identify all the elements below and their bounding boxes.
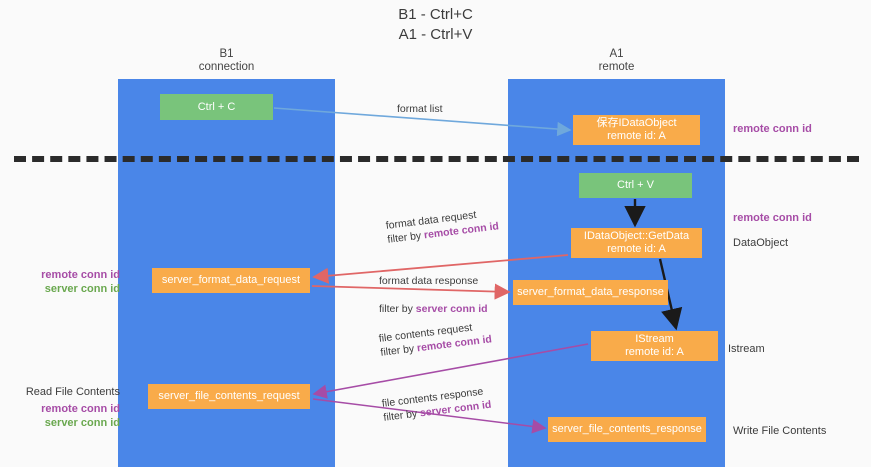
edge-label-format-list-text: format list — [397, 103, 443, 115]
node-idataobject-getdata[interactable]: IDataObject::GetData remote id: A — [571, 228, 702, 258]
node-ctrl-c[interactable]: Ctrl + C — [160, 94, 273, 120]
node-istream-title: IStream — [635, 333, 674, 345]
title-line-1: B1 - Ctrl+C — [398, 6, 473, 23]
node-ctrl-v[interactable]: Ctrl + V — [579, 173, 692, 198]
node-save-idataobject-title: 保存IDataObject — [596, 117, 677, 129]
annotation-right-istream: Istream — [728, 343, 765, 355]
filter-key-server-conn-id: server conn id — [415, 303, 488, 315]
node-istream-subtitle: remote id: A — [625, 346, 684, 358]
connector-getdata-to-istream — [658, 258, 683, 331]
annotation-right-remote-conn-id-mid: remote conn id — [733, 212, 812, 224]
annotation-left-remote-conn-id-bottom: remote conn id — [41, 403, 120, 415]
swimlane-b1-header: B1 connection — [118, 48, 335, 74]
node-server-format-data-response[interactable]: server_format_data_response — [513, 280, 668, 305]
edge-label-format-list: format list — [397, 102, 443, 116]
node-ctrl-c-label: Ctrl + C — [197, 100, 236, 113]
node-server-file-contents-request-label: server_file_contents_request — [158, 390, 300, 402]
swimlane-b1-name: B1 — [219, 48, 234, 60]
node-ctrl-v-label: Ctrl + V — [617, 179, 654, 191]
annotation-left-conn-ids-bottom: remote conn id server conn id — [8, 402, 120, 430]
swimlane-a1-name: A1 — [609, 48, 624, 60]
node-server-format-data-response-label: server_format_data_response — [517, 286, 664, 298]
node-server-file-contents-response-label: server_file_contents_response — [552, 423, 702, 435]
annotation-left-read-file-contents: Read File Contents — [25, 386, 120, 398]
title-line-2: A1 - Ctrl+V — [398, 26, 473, 43]
annotation-right-remote-conn-id-top: remote conn id — [733, 123, 812, 135]
node-idataobject-getdata-title: IDataObject::GetData — [583, 230, 690, 242]
connector-file-contents-response — [312, 398, 547, 434]
edge-label-format-data-response: format data response filter by server co… — [379, 274, 488, 316]
edge-label-format-data-response-filter: filter by server conn id — [379, 302, 488, 316]
node-istream[interactable]: IStream remote id: A — [591, 331, 718, 361]
node-server-format-data-request-label: server_format_data_request — [161, 274, 301, 286]
annotation-left-conn-ids-mid: remote conn id server conn id — [8, 268, 120, 296]
annotation-left-remote-conn-id-mid: remote conn id — [41, 269, 120, 281]
node-save-idataobject[interactable]: 保存IDataObject remote id: A — [573, 115, 700, 145]
node-server-format-data-request[interactable]: server_format_data_request — [152, 268, 310, 293]
page-title: B1 - Ctrl+C A1 - Ctrl+V — [0, 5, 871, 45]
filter-prefix: filter by — [379, 303, 416, 315]
swimlane-b1-role: connection — [198, 61, 255, 73]
connector-format-data-request — [312, 254, 569, 284]
edge-label-format-data-response-text: format data response — [379, 275, 479, 287]
swimlane-a1-header: A1 remote — [508, 48, 725, 74]
annotation-left-server-conn-id-bottom: server conn id — [44, 417, 120, 429]
annotation-left-server-conn-id-mid: server conn id — [44, 283, 120, 295]
node-save-idataobject-subtitle: remote id: A — [607, 130, 666, 142]
node-server-file-contents-request[interactable]: server_file_contents_request — [148, 384, 310, 409]
node-idataobject-getdata-subtitle: remote id: A — [607, 243, 666, 255]
connector-format-data-response — [311, 283, 511, 300]
connector-file-contents-request — [312, 343, 589, 399]
phase-divider — [14, 156, 859, 162]
swimlane-a1-role: remote — [598, 61, 635, 73]
annotation-right-write-file-contents: Write File Contents — [733, 425, 827, 437]
connector-format-list — [273, 107, 572, 137]
annotation-right-dataobject: DataObject — [733, 237, 789, 249]
node-server-file-contents-response[interactable]: server_file_contents_response — [548, 417, 706, 442]
